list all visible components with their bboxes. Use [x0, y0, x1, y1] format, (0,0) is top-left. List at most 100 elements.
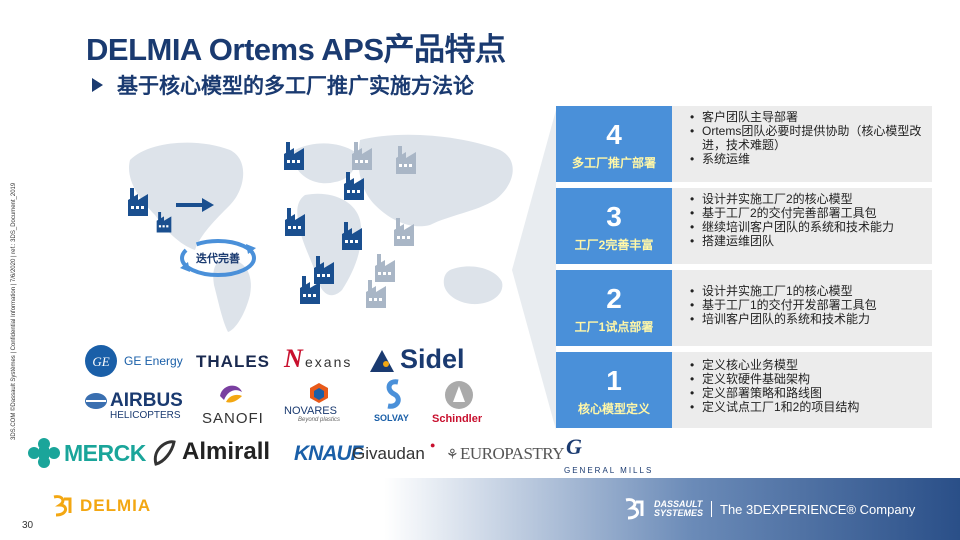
cycle-label: 迭代完善 — [196, 253, 240, 265]
dassault-line1: DASSAULT — [654, 499, 703, 509]
factory-icon — [375, 254, 395, 282]
factory-icon — [128, 188, 148, 216]
stage-item: 基于工厂2的交付完善部署工具包 — [690, 206, 922, 220]
airbus-text: AIRBUS — [110, 390, 183, 411]
stage-name: 多工厂推广部署 — [571, 156, 656, 170]
world-map — [129, 134, 513, 332]
almirall-text: Almirall — [182, 438, 271, 465]
givaudan-mark-icon: ● — [430, 440, 436, 450]
factory-icon — [396, 146, 416, 174]
thales-logo: THALES — [196, 352, 270, 371]
3ds-mark-icon — [53, 495, 72, 517]
page-title: DELMIA Ortems APS产品特点 — [86, 32, 506, 67]
europastry-text: EUROPASTRY — [460, 444, 564, 463]
factory-icon — [285, 208, 305, 236]
solvay-text: SOLVAY — [374, 413, 409, 423]
stage-name: 工厂2完善丰富 — [574, 238, 654, 252]
general-mills-text: GENERAL MILLS — [564, 466, 654, 475]
dassault-line2: SYSTEMES — [654, 508, 704, 518]
cycle-arrows-icon — [180, 239, 256, 277]
page-number: 30 — [22, 520, 34, 531]
sidel-mark-icon — [370, 350, 394, 372]
stage-item: 设计并实施工厂1的核心模型 — [690, 284, 922, 298]
divider — [711, 501, 713, 517]
stage-4-description: 客户团队主导部署 Ortems团队必要时提供协助（核心模型改进，技术难题） 系统… — [672, 106, 932, 182]
general-mills-g-icon: G — [566, 434, 582, 459]
airbus-sub-text: HELICOPTERS — [110, 410, 181, 421]
wheat-icon: ⚘ — [446, 446, 459, 462]
arrow-right-icon — [176, 198, 214, 212]
sanofi-text: SANOFI — [202, 410, 264, 427]
airbus-globe-icon — [85, 393, 107, 409]
stage-number: 4 — [606, 119, 622, 150]
triangle-bullet-icon — [92, 78, 103, 92]
dassault-brand: DASSAULT SYSTEMES The 3DEXPERIENCE® Comp… — [622, 498, 915, 520]
delmia-text: DELMIA — [80, 496, 152, 515]
factory-icon — [352, 142, 372, 170]
stage-3-description: 设计并实施工厂2的核心模型 基于工厂2的交付完善部署工具包 继续培训客户团队的系… — [672, 188, 932, 264]
stage-4: 4 多工厂推广部署 — [556, 106, 672, 182]
stage-item: 继续培训客户团队的系统和技术能力 — [690, 220, 922, 234]
novares-tagline: Beyond plastics — [298, 417, 341, 423]
sidel-text: Sidel — [400, 344, 465, 374]
north-america-shape — [129, 142, 244, 250]
factory-icon — [300, 276, 320, 304]
factory-icon — [284, 142, 304, 170]
stage-item: 定义核心业务模型 — [690, 358, 922, 372]
stage-number: 2 — [606, 283, 622, 314]
stage-item: 定义试点工厂1和2的项目结构 — [690, 400, 922, 414]
svg-text:GE: GE — [92, 354, 109, 369]
stage-item: 定义部署策略和路线图 — [690, 386, 922, 400]
factory-icon — [344, 172, 364, 200]
3ds-mark-icon — [625, 498, 644, 520]
stage-2-description: 设计并实施工厂1的核心模型 基于工厂1的交付开发部署工具包 培训客户团队的系统和… — [672, 270, 932, 346]
novares-hex-icon — [310, 383, 328, 403]
stage-item: 客户团队主导部署 — [690, 110, 922, 124]
stage-number: 1 — [606, 365, 622, 396]
stage-item: Ortems团队必要时提供协助（核心模型改进，技术难题） — [690, 124, 922, 152]
confidential-note: 3DS.COM ©Dassault Systèmes | Confidentia… — [11, 182, 17, 440]
nexans-text: exans — [305, 354, 353, 370]
stage-item: 基于工厂1的交付开发部署工具包 — [690, 298, 922, 312]
stage-item: 定义软硬件基础架构 — [690, 372, 922, 386]
europe-shape — [292, 143, 357, 184]
dassault-name: DASSAULT SYSTEMES — [654, 500, 703, 518]
factory-icon — [342, 222, 362, 250]
merck-text: MERCK — [64, 440, 146, 466]
stage-item: 设计并实施工厂2的核心模型 — [690, 192, 922, 206]
factory-icon — [366, 280, 386, 308]
factory-icon — [394, 218, 414, 246]
factory-icon — [156, 212, 172, 233]
south-america-shape — [213, 259, 251, 332]
stage-3: 3 工厂2完善丰富 — [556, 188, 672, 264]
stage-item: 系统运维 — [690, 152, 922, 166]
asia-shape — [358, 134, 513, 227]
merck-cross-icon — [28, 438, 60, 468]
stage-number: 3 — [606, 201, 622, 232]
stage-name: 核心模型定义 — [577, 402, 650, 416]
subtitle-text: 基于核心模型的多工厂推广实施方法论 — [117, 75, 474, 98]
factory-icon — [314, 256, 334, 284]
delmia-logo: DELMIA — [50, 495, 151, 517]
stage-item: 培训客户团队的系统和技术能力 — [690, 312, 922, 326]
tagline: The 3DEXPERIENCE® Company — [720, 501, 916, 517]
stage-1: 1 核心模型定义 — [556, 352, 672, 428]
givaudan-text: Givaudan — [352, 444, 425, 463]
subtitle: 基于核心模型的多工厂推广实施方法论 — [92, 70, 474, 100]
connector-wedge — [512, 110, 556, 430]
novares-text: NOVARES — [284, 405, 337, 417]
africa-shape — [297, 193, 362, 296]
footer-band — [0, 478, 960, 540]
stage-2: 2 工厂1试点部署 — [556, 270, 672, 346]
nexans-n-icon: N — [284, 344, 303, 373]
schindler-text: Schindler — [432, 413, 483, 425]
stage-1-description: 定义核心业务模型 定义软硬件基础架构 定义部署策略和路线图 定义试点工厂1和2的… — [672, 352, 932, 428]
ge-energy-text: GE Energy — [124, 354, 183, 368]
stage-item: 搭建运维团队 — [690, 234, 922, 248]
knauf-logo: KNAUF — [294, 442, 363, 465]
solvay-s-icon — [386, 379, 401, 409]
almirall-leaf-icon — [153, 440, 176, 466]
ge-monogram-icon: GE — [85, 345, 117, 377]
schindler-mark-icon — [445, 381, 473, 409]
sanofi-bird-icon — [220, 385, 242, 403]
